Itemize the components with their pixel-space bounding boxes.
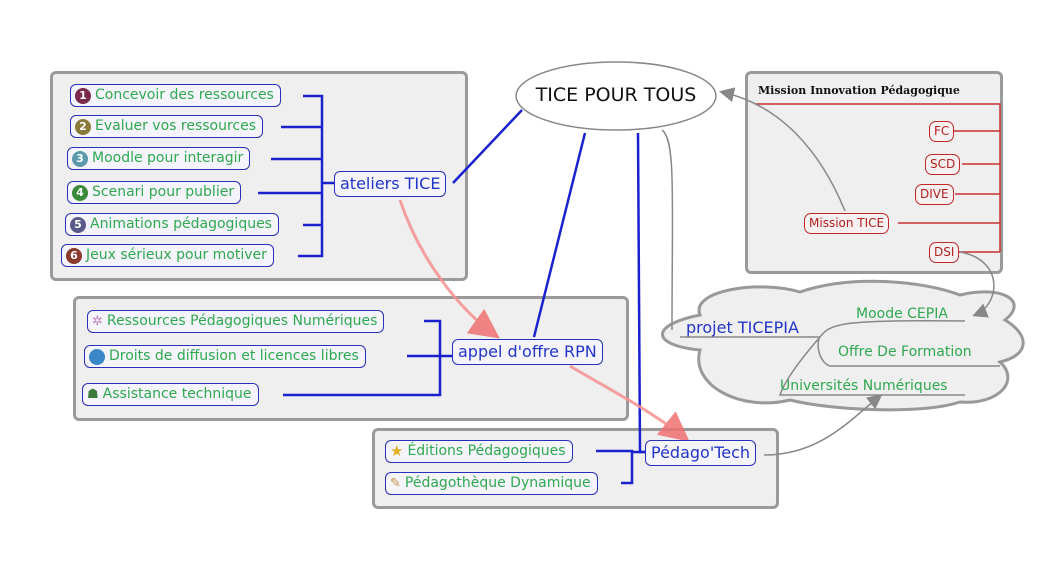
number-5-icon: 5 [70,216,86,233]
person-icon: ☗ [87,387,99,402]
mission-item-dsi[interactable]: DSI [929,242,960,263]
ticepia-node[interactable]: projet TICEPIA [686,318,799,337]
globe-icon [89,348,105,365]
ticepia-item-moode-cepia[interactable]: Moode CEPIA [856,306,948,322]
number-6-icon: 6 [66,247,82,264]
mission-item-mission-tice[interactable]: Mission TICE [804,213,890,234]
group-mission-innovation [745,71,1003,274]
rpn-item-assistance[interactable]: ☗Assistance technique [82,383,259,406]
star-icon: ★ [390,442,404,460]
number-1-icon: 1 [75,87,91,104]
mission-item-scd[interactable]: SCD [925,154,961,175]
pedagotech-item-pedagotheque[interactable]: ✎Pédagothèque Dynamique [385,472,598,495]
central-topic[interactable]: TICE POUR TOUS [535,84,697,106]
pedagotech-item-editions[interactable]: ★Éditions Pédagogiques [385,440,573,463]
rpn-item-ressources[interactable]: ✲Ressources Pédagogiques Numériques [87,310,385,333]
number-2-icon: 2 [75,118,91,135]
number-3-icon: 3 [72,150,88,167]
pedagotech-node[interactable]: Pédago'Tech [645,440,757,466]
rpn-item-droits[interactable]: Droits de diffusion et licences libres [84,345,366,368]
ticepia-cloud [661,279,1025,412]
central-ellipse [515,61,717,131]
number-4-icon: 4 [72,184,88,201]
mission-item-fc[interactable]: FC [929,121,955,142]
mission-item-dive[interactable]: DIVE [915,184,954,205]
network-icon: ✲ [92,314,103,329]
mission-title: Mission Innovation Pédagogique [758,84,960,97]
ticepia-item-universites-numeriques[interactable]: Universités Numériques [780,378,948,394]
pencil-icon: ✎ [390,476,401,491]
appel-offre-rpn-node[interactable]: appel d'offre RPN [452,339,603,365]
ticepia-item-offre-formation[interactable]: Offre De Formation [838,344,972,360]
ateliers-tice-node[interactable]: ateliers TICE [334,171,447,197]
